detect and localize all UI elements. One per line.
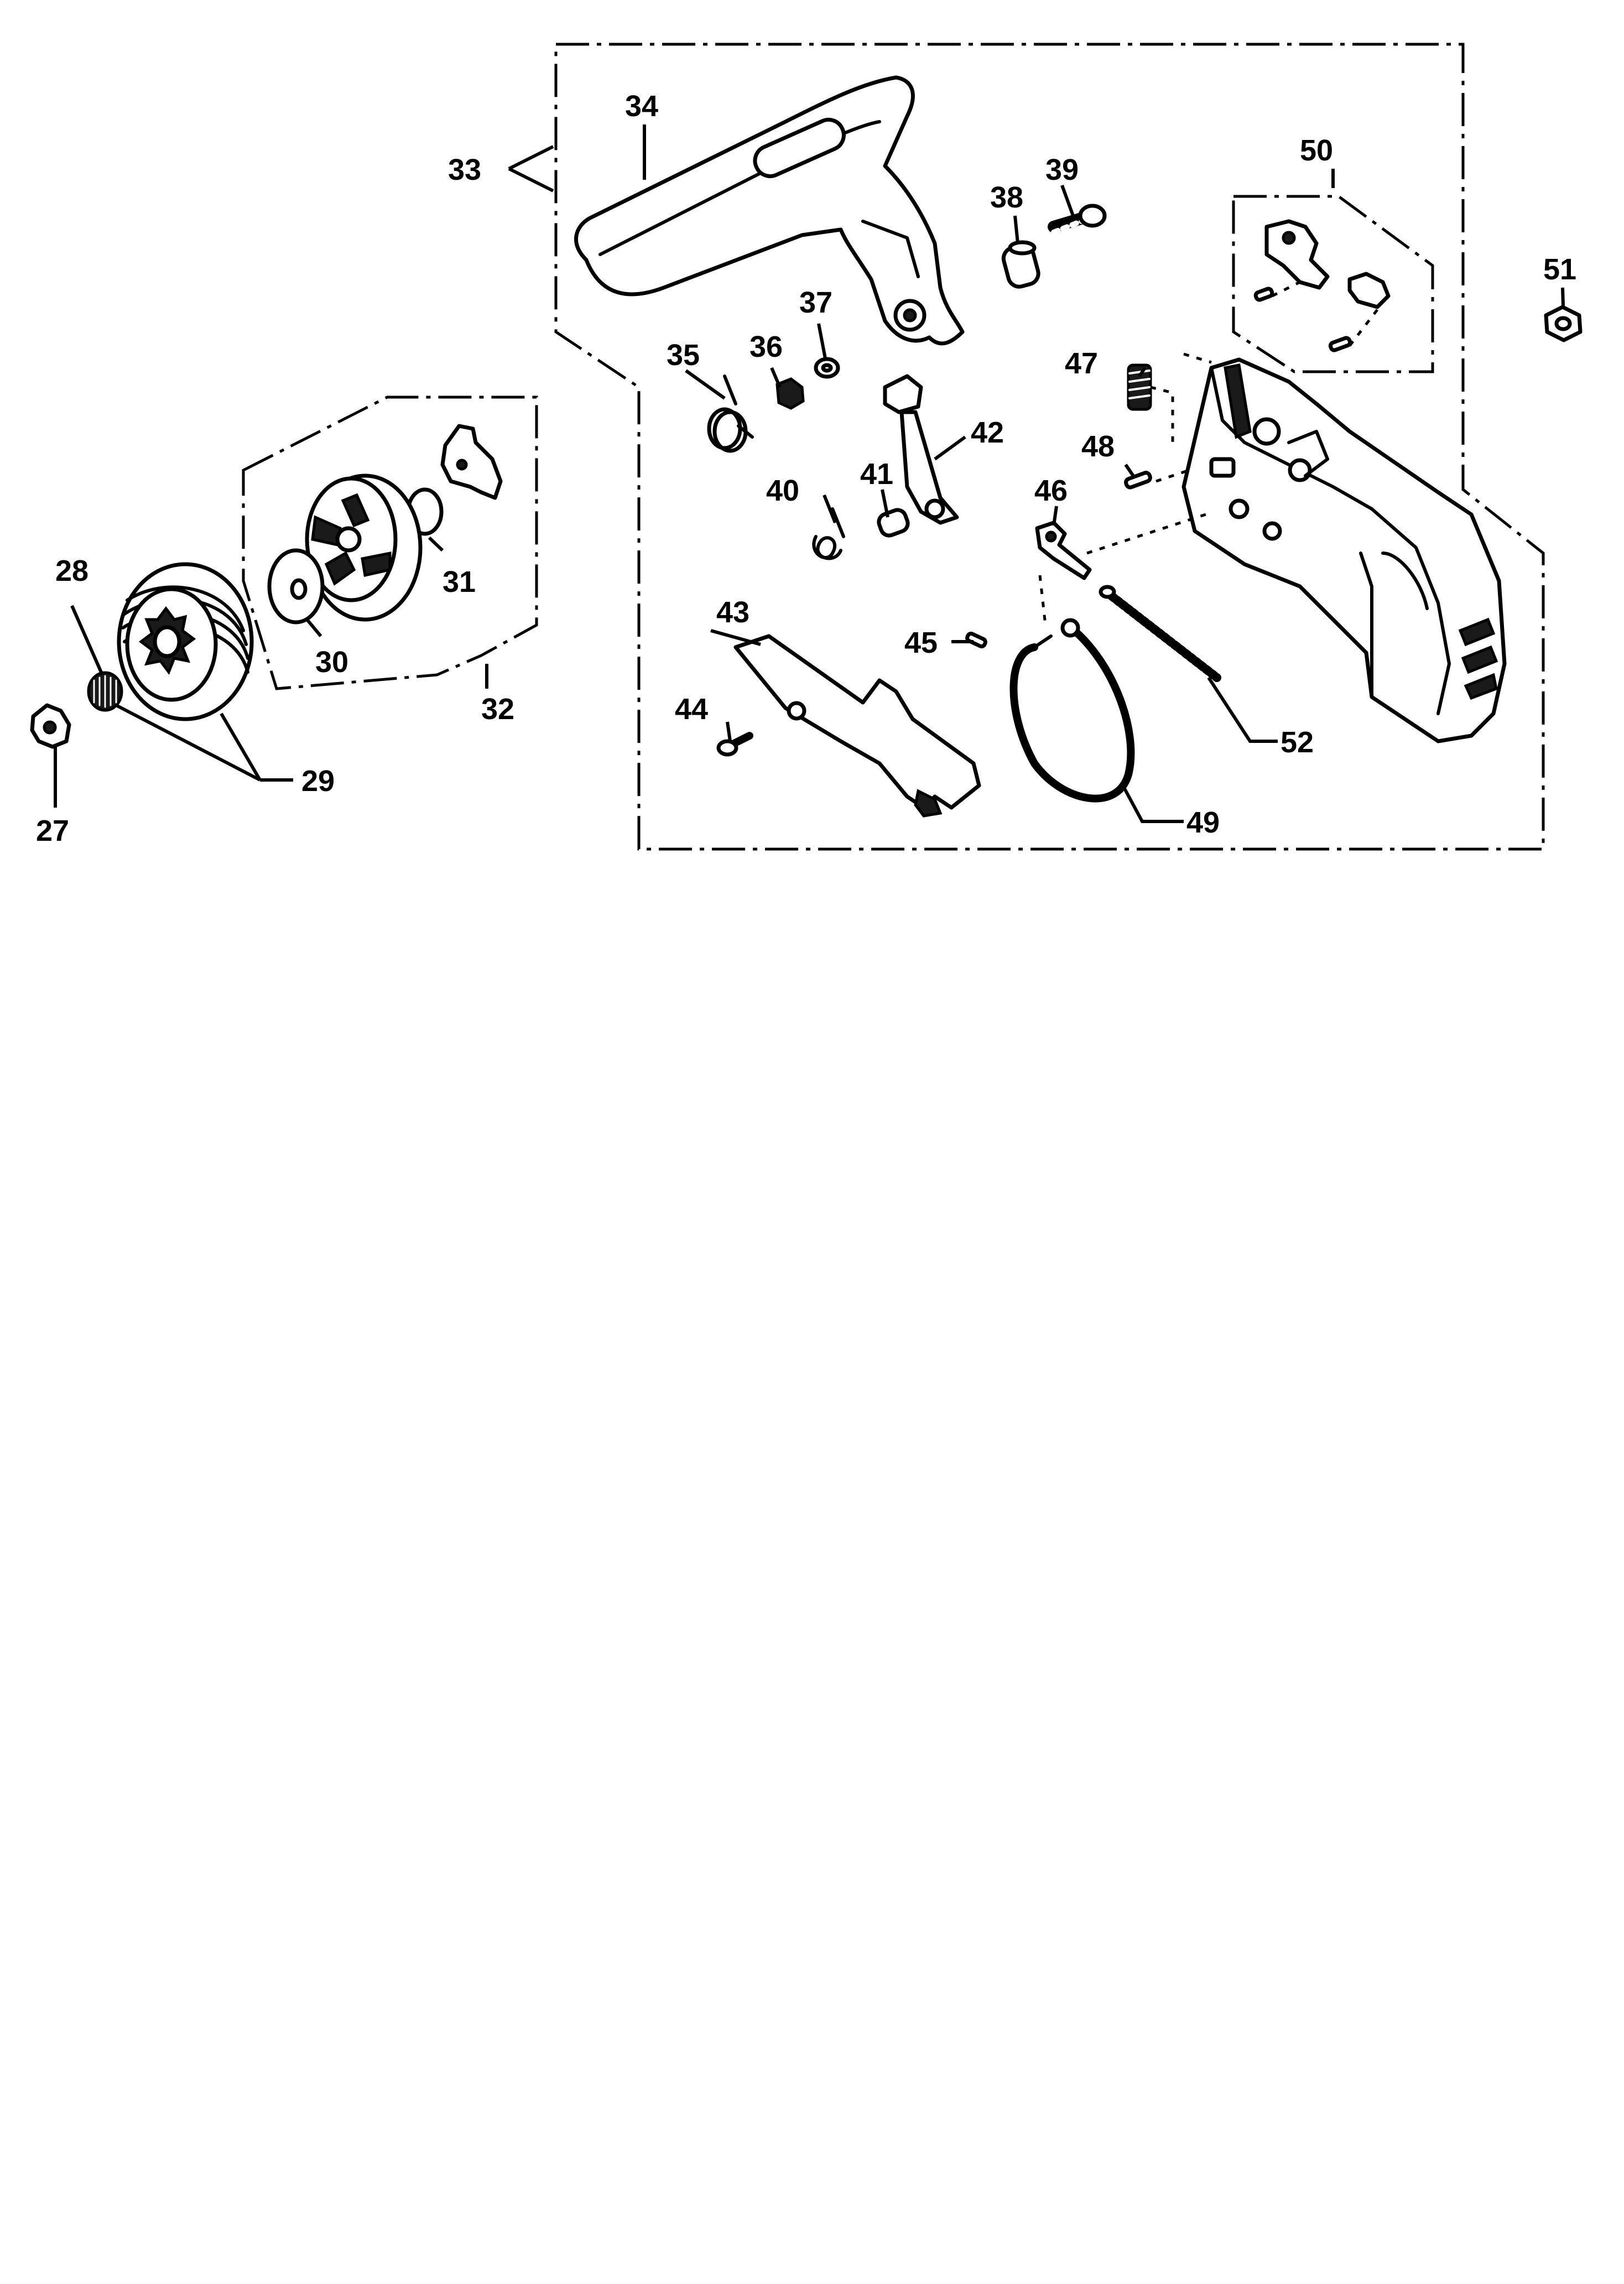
part-41-bushing <box>877 508 910 538</box>
label-45: 45 <box>904 626 938 659</box>
label-34: 34 <box>625 90 658 123</box>
part-27-drive-part <box>30 703 71 749</box>
label-43: 43 <box>716 596 749 629</box>
label-44: 44 <box>675 693 708 726</box>
label-27: 27 <box>36 814 69 847</box>
part-52-long-spring <box>1099 585 1221 682</box>
label-33: 33 <box>448 153 481 186</box>
label-50: 50 <box>1300 134 1333 167</box>
label-29: 29 <box>301 764 335 798</box>
clutch-hub-part <box>440 424 503 500</box>
label-41: 41 <box>860 457 893 491</box>
label-52: 52 <box>1281 726 1314 759</box>
part-40-spring <box>812 507 845 560</box>
part-34-brake-handle <box>574 75 965 346</box>
part-45-small-pin <box>965 631 987 649</box>
alignment-line-1 <box>1183 352 1212 364</box>
part-50-catch-set <box>1253 219 1391 352</box>
label-42: 42 <box>971 416 1004 449</box>
clutch-assembly-border <box>242 396 538 690</box>
sprocket-cover-housing <box>1181 357 1507 743</box>
part-46-latch <box>1035 521 1092 580</box>
part-44-screw <box>716 732 753 757</box>
label-39: 39 <box>1045 153 1079 186</box>
part-42-lever <box>883 374 959 525</box>
label-32: 32 <box>481 693 514 726</box>
part-39-bolt <box>1048 204 1107 235</box>
label-28: 28 <box>55 554 89 587</box>
label-38: 38 <box>990 181 1023 214</box>
alignment-line-7 <box>1150 386 1174 443</box>
label-46: 46 <box>1034 474 1068 507</box>
part-28-needle-bearing <box>87 671 123 712</box>
part-30-washer <box>267 548 325 625</box>
label-31: 31 <box>443 565 476 599</box>
part-49-brake-band <box>1009 618 1135 803</box>
part-43-cover-plate <box>733 634 981 818</box>
leader-lines <box>54 124 1565 823</box>
part-47-coil-spring <box>1127 363 1152 411</box>
part-29-clutch-drum <box>117 562 254 721</box>
label-40: 40 <box>766 474 799 507</box>
alignment-line-6 <box>1349 309 1378 347</box>
label-49: 49 <box>1186 806 1220 839</box>
part-48-pin <box>1124 471 1152 490</box>
label-36: 36 <box>749 330 783 363</box>
label-37: 37 <box>799 286 832 319</box>
alignment-line-5 <box>1271 280 1301 298</box>
label-30: 30 <box>315 646 348 679</box>
alignment-line-2 <box>1155 469 1190 483</box>
clutch-shoe-assembly <box>305 474 423 622</box>
label-51: 51 <box>1543 253 1576 286</box>
label-35: 35 <box>667 339 700 372</box>
part-38-pin <box>1001 240 1040 289</box>
label-48: 48 <box>1081 430 1115 463</box>
label-47: 47 <box>1065 347 1098 380</box>
part-labels: 27 28 29 30 31 32 33 34 35 36 37 38 39 4… <box>36 90 1576 847</box>
part-37-washer <box>814 357 840 379</box>
part-36-nut <box>775 377 805 410</box>
alignment-line-4 <box>1038 575 1047 626</box>
alignment-line-3 <box>1086 513 1206 555</box>
part-35-spring <box>707 374 754 453</box>
part-50-border <box>1232 195 1434 373</box>
part-51-nut <box>1544 305 1583 342</box>
